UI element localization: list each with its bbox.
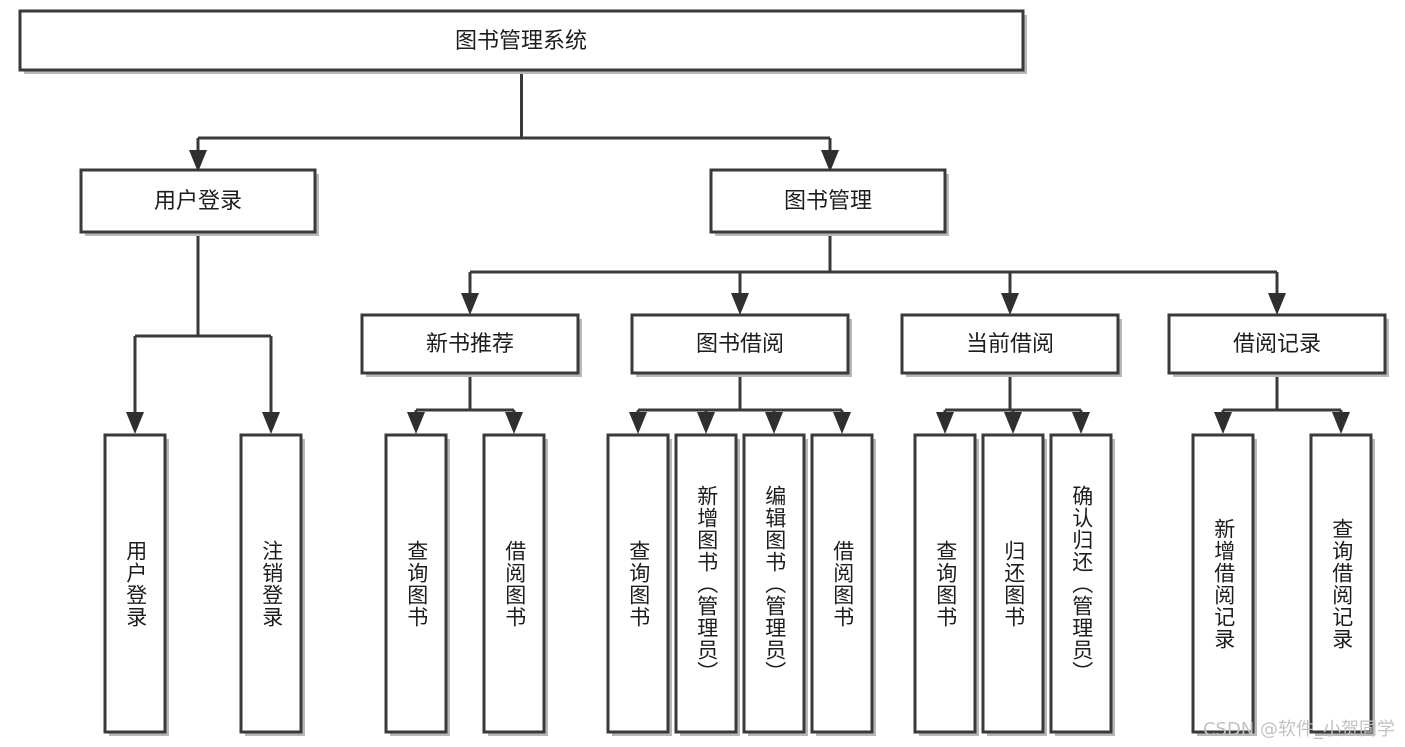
node-borrow-record-label: 借阅记录 [1233,332,1321,357]
arrow-head-book-manage [821,150,839,172]
node-leaf-return-book[interactable] [981,433,1045,734]
arrow-head-book-borrow [731,293,749,315]
node-leaf-query-book-1[interactable] [384,433,448,734]
node-current-borrow-label: 当前借阅 [966,332,1054,357]
arrow-head-leaf-add-record [1214,412,1232,434]
arrow-head-leaf-user-logout [262,412,280,434]
arrow-head-leaf-add-book [697,412,715,434]
arrow-head-leaf-borrow-book-2 [833,412,851,434]
node-leaf-borrow-book-2[interactable] [810,433,874,734]
node-borrow-record[interactable] [1167,313,1387,375]
node-new-book-rec-label: 新书推荐 [426,332,514,357]
csdn-watermark: CSDN @软件_小贺同学 [1202,719,1395,740]
node-leaf-confirm-return[interactable] [1049,433,1113,734]
node-root-label: 图书管理系统 [455,29,587,54]
arrow-head-leaf-return-book [1004,412,1022,434]
node-leaf-edit-book[interactable] [742,433,806,734]
node-user-login-label: 用户登录 [154,189,242,214]
arrow-head-leaf-query-book-2 [629,412,647,434]
node-new-book-rec[interactable] [360,313,580,375]
node-leaf-user-login[interactable] [103,433,167,734]
node-leaf-query-book-2[interactable] [606,433,670,734]
arrow-head-leaf-borrow-book-1 [505,412,523,434]
node-book-manage-label: 图书管理 [784,189,872,214]
node-current-borrow[interactable] [900,313,1120,375]
arrow-head-leaf-user-login [126,412,144,434]
arrow-head-leaf-edit-book [765,412,783,434]
arrow-head-leaf-query-book-1 [407,412,425,434]
node-leaf-query-book-3[interactable] [913,433,977,734]
connector-layer [126,70,1350,434]
node-leaf-add-record[interactable] [1191,433,1255,734]
node-book-borrow[interactable] [630,313,850,375]
node-book-borrow-label: 图书借阅 [696,332,784,357]
arrow-head-borrow-record [1268,293,1286,315]
arrow-head-leaf-confirm-return [1072,412,1090,434]
arrow-head-current-borrow [1001,293,1019,315]
arrow-head-leaf-query-record [1332,412,1350,434]
node-leaf-borrow-book-1[interactable] [482,433,546,734]
node-book-manage[interactable] [709,168,947,234]
node-leaf-user-logout[interactable] [239,433,303,734]
node-user-login[interactable] [79,168,317,234]
arrow-head-new-book-rec [461,293,479,315]
node-leaf-query-record[interactable] [1309,433,1373,734]
node-layer: 图书管理系统 用户登录 图书管理 新书推荐 图书借阅 当前借阅 借阅记录 [18,9,1389,736]
arrow-head-user-login [189,150,207,172]
node-root[interactable] [18,9,1025,72]
arrow-head-leaf-query-book-3 [936,412,954,434]
node-leaf-add-book[interactable] [674,433,738,734]
